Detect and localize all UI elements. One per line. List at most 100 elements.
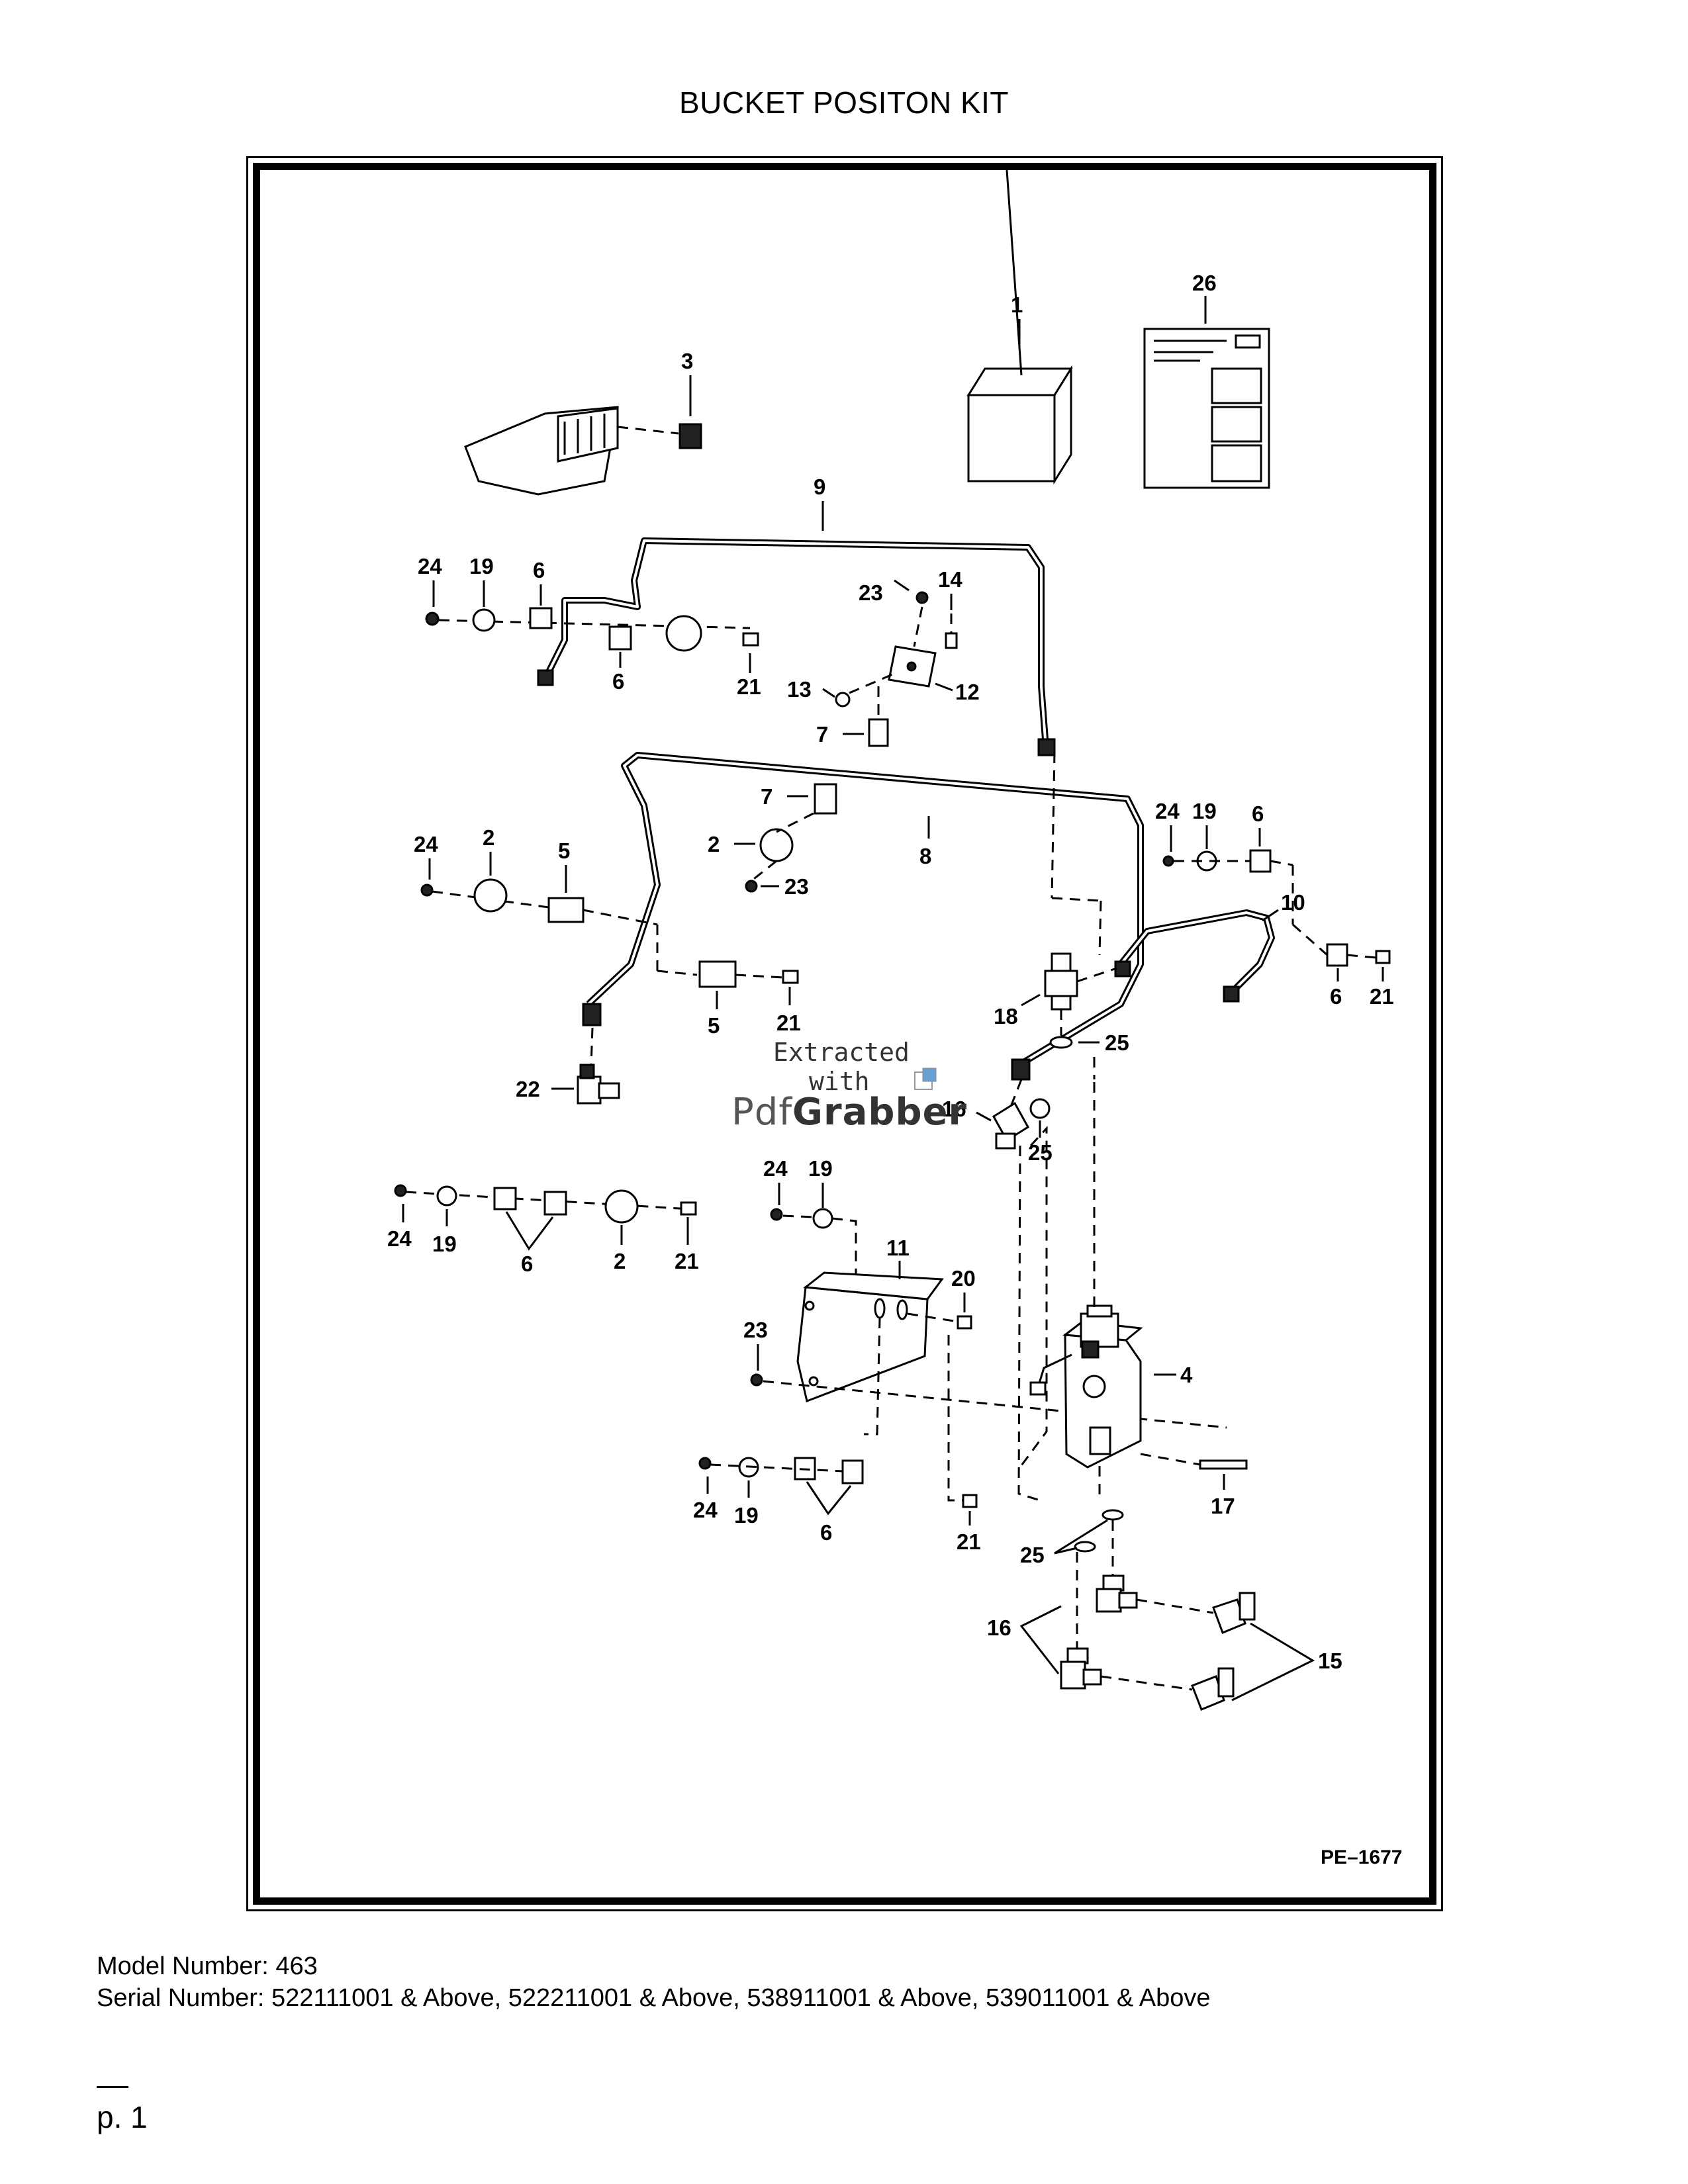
callout-23: 23 [784, 874, 809, 899]
callout-18: 18 [994, 1004, 1018, 1028]
callout-10: 10 [1281, 890, 1305, 915]
part-instructions-sheet [1143, 328, 1270, 489]
part-bolt-17 [1199, 1459, 1248, 1470]
part-pin [835, 692, 851, 707]
part-clamp-5 [547, 897, 585, 923]
part-elbow-16 [1096, 1574, 1138, 1613]
part-clamp [841, 1459, 864, 1484]
part-clamp [529, 607, 553, 629]
callout-16: 16 [987, 1615, 1011, 1640]
part-valve-4 [1062, 1304, 1143, 1469]
callout-1: 1 [1011, 293, 1023, 317]
tube-8-end-fitting [582, 1003, 602, 1026]
callout-20: 20 [951, 1266, 976, 1291]
part-nut [750, 1373, 763, 1387]
callout-6: 6 [1330, 984, 1342, 1009]
callout-9: 9 [814, 475, 825, 499]
page-number: p. 1 [97, 2100, 148, 2134]
callout-21: 21 [776, 1011, 801, 1035]
part-o-ring [1049, 1036, 1073, 1049]
callout-6: 6 [612, 669, 624, 694]
callout-21: 21 [675, 1249, 699, 1273]
part-nut [770, 1208, 783, 1221]
tube-9-end-fitting [537, 669, 554, 686]
callout-7: 7 [816, 722, 828, 747]
part-bolt [945, 632, 958, 649]
callout-24: 24 [693, 1498, 718, 1522]
part-nut [698, 1457, 712, 1470]
callout-24: 24 [387, 1226, 412, 1251]
part-clamp [608, 625, 632, 651]
callout-6: 6 [820, 1520, 832, 1545]
diagram-frame [253, 163, 1436, 1905]
callout-7: 7 [761, 784, 773, 809]
part-bolt [957, 1315, 972, 1330]
part-washer [812, 1208, 833, 1229]
tube-9-fitting [1037, 738, 1056, 756]
callout-24: 24 [763, 1156, 788, 1181]
part-nut [915, 591, 929, 604]
callout-14: 14 [938, 567, 962, 592]
callout-12: 12 [955, 680, 980, 704]
callout-16: 16 [942, 1097, 966, 1121]
part-washer-large [473, 878, 508, 913]
part-clamp-7 [868, 718, 889, 747]
callout-4: 4 [1180, 1363, 1193, 1387]
part-box [966, 170, 1073, 485]
callout-2: 2 [483, 825, 494, 850]
part-clamp [493, 1187, 517, 1210]
callout-19: 19 [734, 1503, 759, 1527]
tube-8-fitting [1011, 1058, 1031, 1081]
callout-2: 2 [708, 832, 720, 856]
tube-10-fitting [1114, 960, 1131, 978]
part-clamp-5 [698, 960, 737, 988]
callout-25: 25 [1105, 1030, 1129, 1055]
model-number: Model Number: 463 [97, 1952, 318, 1980]
part-bolt [962, 1494, 978, 1508]
parts-diagram: 1 26 3 9 24 19 6 6 [387, 170, 1394, 1711]
callout-23: 23 [859, 580, 883, 605]
part-o-ring [1102, 1509, 1124, 1521]
tube-10-fitting [1223, 985, 1240, 1003]
callout-19: 19 [1192, 799, 1217, 823]
part-switch [679, 423, 702, 449]
part-washer [436, 1185, 457, 1206]
footer-rule [97, 2086, 128, 2088]
callout-6: 6 [533, 558, 545, 582]
page-title: BUCKET POSITON KIT [679, 85, 1009, 120]
callout-25: 25 [1020, 1543, 1045, 1567]
part-bolt [782, 970, 799, 984]
part-bracket-11 [796, 1271, 944, 1403]
serial-number: Serial Number: 522111001 & Above, 522211… [97, 1984, 1211, 2012]
drawing-code: PE–1677 [1321, 1846, 1403, 1868]
callout-11: 11 [886, 1236, 910, 1260]
callout-24: 24 [414, 832, 438, 856]
watermark-line-2: with [809, 1067, 870, 1096]
part-bolt [1375, 950, 1391, 964]
part-washer-large [759, 828, 794, 862]
callout-2: 2 [614, 1249, 626, 1273]
part-o-ring [1029, 1098, 1051, 1119]
part-elbow-22 [577, 1064, 620, 1105]
part-washer-large [665, 615, 702, 652]
part-clamp-7 [814, 783, 837, 815]
callout-3: 3 [681, 349, 693, 373]
callout-6: 6 [521, 1251, 533, 1276]
part-nut [1162, 855, 1174, 867]
callout-19: 19 [469, 554, 494, 578]
part-washer [472, 608, 496, 632]
callout-26: 26 [1192, 271, 1217, 295]
callout-21: 21 [737, 674, 761, 699]
watermark-logo-icon [914, 1068, 937, 1090]
part-clamp [543, 1191, 567, 1216]
part-adapter-18 [1044, 952, 1078, 1011]
part-tee-15 [1191, 1667, 1235, 1711]
callout-8: 8 [919, 844, 931, 868]
part-nut [420, 884, 434, 897]
part-nut [745, 880, 758, 893]
callout-5: 5 [558, 839, 570, 863]
callout-17: 17 [1211, 1494, 1235, 1518]
watermark-brand-prefix: Pdf [731, 1091, 793, 1134]
part-clamp [1326, 943, 1348, 967]
part-bolt [680, 1201, 697, 1216]
